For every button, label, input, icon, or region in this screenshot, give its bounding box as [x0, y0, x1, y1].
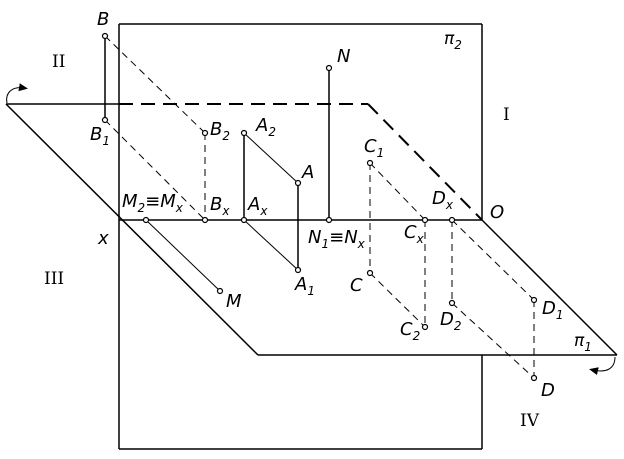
point-B [101, 32, 109, 40]
label-D1: D1 [542, 298, 564, 322]
point-Bx [201, 216, 209, 224]
point-N [325, 64, 333, 72]
plane-pi1-right-edge-hidden [367, 103, 483, 221]
label-M: M [226, 291, 242, 312]
label-A2: A2 [255, 115, 276, 139]
plane-pi1-left-edge [5, 103, 259, 356]
point-B2 [201, 129, 209, 137]
quadrant-label-IV: IV [520, 411, 540, 431]
point-C1 [366, 159, 374, 167]
label-A: A [301, 162, 314, 183]
label-D2: D2 [440, 309, 462, 333]
point-N1 [325, 216, 333, 224]
point-M [216, 287, 224, 295]
label-C2: C2 [400, 319, 420, 343]
origin-label-O: O [490, 202, 504, 223]
point-D1 [530, 296, 538, 304]
quadrant-label-II: II [52, 52, 65, 72]
point-A2 [240, 129, 248, 137]
label-N: N [337, 46, 350, 67]
point-B1 [101, 116, 109, 124]
point-A [294, 179, 302, 187]
label-C: C [350, 275, 363, 296]
label-B1: B1 [90, 124, 110, 148]
label-M2-Mx: M2≡Mx [122, 191, 184, 215]
axis-label-x: x [97, 228, 109, 249]
rotation-arrow-right [589, 356, 616, 376]
label-Dx: Dx [432, 188, 454, 212]
point-M2 [142, 216, 150, 224]
quadrant-label-III: III [44, 269, 64, 289]
point-C [366, 269, 374, 277]
label-Bx: Bx [210, 194, 230, 218]
label-C1: C1 [364, 136, 384, 160]
label-B2: B2 [210, 119, 230, 143]
point-D [530, 374, 538, 382]
label-B: B [97, 9, 109, 30]
line-A-A2 [243, 132, 299, 184]
rotation-arrow-left [6, 83, 28, 104]
label-Cx: Cx [404, 222, 425, 246]
quadrant-label-I: I [503, 105, 510, 125]
label-N1-Nx: N1≡Nx [308, 227, 366, 251]
line-Mx-M [145, 219, 221, 292]
point-C2 [421, 323, 429, 331]
label-Ax: Ax [247, 194, 268, 218]
point-Ax [240, 216, 248, 224]
line-B-B2 [104, 35, 206, 134]
line-Ax-A1 [243, 219, 299, 271]
plane-label-pi2: π2 [444, 29, 462, 52]
line-C-C2 [369, 272, 426, 328]
point-Dx [448, 216, 456, 224]
plane-pi1-right-edge [481, 219, 618, 356]
point-Cx [421, 216, 429, 224]
label-D: D [541, 380, 555, 401]
point-A1 [294, 266, 302, 274]
line-C1-Cx [369, 162, 426, 221]
label-A1: A1 [294, 274, 315, 298]
plane-label-pi1: π1 [574, 331, 592, 354]
line-D2-D [451, 302, 535, 379]
point-D2 [448, 299, 456, 307]
